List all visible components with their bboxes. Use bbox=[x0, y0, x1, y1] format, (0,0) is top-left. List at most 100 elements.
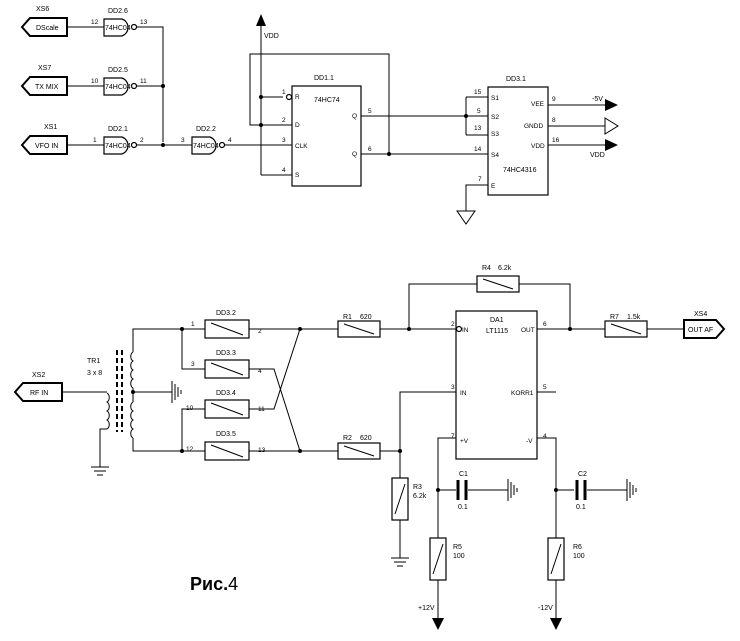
arrow-m12v-icon bbox=[550, 618, 562, 630]
pin-label: +V bbox=[460, 438, 469, 445]
connector-xs6-label: DScale bbox=[36, 25, 59, 32]
opamp-ref: DA1 bbox=[490, 317, 504, 324]
capacitor-ref: C1 bbox=[459, 471, 468, 478]
rail-pos-label: +12V bbox=[418, 605, 435, 612]
connector-xs1-ref: XS1 bbox=[44, 124, 57, 131]
connector-xs1-label: VFO IN bbox=[35, 143, 58, 150]
ground-icon bbox=[456, 210, 476, 225]
figure-caption: Рис.4 bbox=[190, 574, 238, 594]
pin-label: 10 bbox=[91, 78, 99, 85]
switch-ref: DD3.2 bbox=[216, 310, 236, 317]
pin-label: IN bbox=[462, 327, 469, 334]
transformer-tr1: TR1 3 x 8 bbox=[87, 350, 134, 439]
resistor-r6: R6 100 bbox=[547, 537, 585, 581]
pin-label: 13 bbox=[474, 125, 482, 132]
capacitor-c1: C1 0.1 bbox=[456, 471, 468, 511]
pin-label: 8 bbox=[552, 117, 556, 124]
chassis-ground-icon bbox=[626, 479, 637, 501]
pin-label: 3 bbox=[282, 137, 286, 144]
pin-label: 2 bbox=[282, 117, 286, 124]
pin-label: 12 bbox=[186, 446, 194, 453]
inverter-dd2-6-ref: DD2.6 bbox=[108, 8, 128, 15]
pin-label: 5 bbox=[543, 384, 547, 391]
inverter-dd2-1: DD2.1 74HC04 1 2 bbox=[93, 126, 144, 155]
pin-label: VEE bbox=[531, 101, 545, 108]
transformer-ref: TR1 bbox=[87, 358, 100, 365]
pin-label: 7 bbox=[451, 433, 455, 440]
pin-label: S4 bbox=[491, 152, 499, 159]
connector-xs6: XS6 DScale bbox=[20, 6, 68, 37]
resistor-r7: R7 1.5k bbox=[604, 314, 648, 338]
resistor-r4: R4 6.2k bbox=[476, 265, 520, 293]
flipflop-dd1-1: DD1.1 74HC74 1 R 2 D 3 CLK 4 S 5 Q 6 Q bbox=[282, 75, 372, 187]
resistor-ref: R6 bbox=[573, 544, 582, 551]
capacitor-ref: C2 bbox=[578, 471, 587, 478]
connector-xs2: XS2 RF IN bbox=[13, 372, 63, 402]
connector-xs7-ref: XS7 bbox=[38, 65, 51, 72]
pin-label: 3 bbox=[181, 137, 185, 144]
pin-label: IN bbox=[460, 390, 467, 397]
pin-label: 4 bbox=[258, 368, 262, 375]
resistor-r5: R5 100 bbox=[429, 537, 465, 581]
pin-label: 3 bbox=[451, 384, 455, 391]
connector-xs4-label: OUT AF bbox=[688, 327, 713, 334]
flipflop-type: 74HC74 bbox=[314, 97, 340, 104]
pin-label: S2 bbox=[491, 114, 499, 121]
pin-label: Q bbox=[352, 151, 357, 158]
pin-label: 5 bbox=[368, 108, 372, 115]
resistor-value: 6.2k bbox=[498, 265, 512, 272]
pin-label: S3 bbox=[491, 131, 499, 138]
ground-icon bbox=[391, 557, 409, 567]
pin-label: 6 bbox=[368, 146, 372, 153]
ground-icon bbox=[91, 466, 109, 476]
connector-xs7-label: TX MIX bbox=[35, 84, 59, 91]
resistor-value: 620 bbox=[360, 435, 372, 442]
opamp-type: LT1115 bbox=[486, 328, 508, 335]
rail-m5v-label: -5V bbox=[592, 96, 603, 103]
pin-label: 10 bbox=[186, 405, 194, 412]
pin-label: 3 bbox=[191, 361, 195, 368]
pin-label: VDD bbox=[531, 143, 545, 150]
pin-label: 11 bbox=[140, 78, 147, 85]
pin-label: 2 bbox=[140, 137, 144, 144]
pin-label: E bbox=[491, 183, 496, 190]
resistor-ref: R1 bbox=[343, 314, 352, 321]
arrow-p12v-icon bbox=[432, 618, 444, 630]
pin-label: OUT bbox=[521, 327, 535, 334]
resistor-ref: R5 bbox=[453, 544, 462, 551]
pin-label: -V bbox=[526, 438, 533, 445]
inverter-dd2-6-type: 74HC04 bbox=[105, 25, 131, 32]
resistor-value: 100 bbox=[573, 553, 585, 560]
chassis-ground-icon bbox=[171, 381, 182, 403]
resistor-ref: R4 bbox=[482, 265, 491, 272]
pin-label: 7 bbox=[478, 176, 482, 183]
pin-label: 4 bbox=[228, 137, 232, 144]
switch-ic-dd3-1: DD3.1 74HC4316 15 S1 5 S2 13 S3 14 S4 7 … bbox=[474, 76, 560, 196]
capacitor-c2: C2 0.1 bbox=[575, 471, 587, 511]
pin-label: 5 bbox=[477, 108, 481, 115]
pin-label: 16 bbox=[552, 137, 560, 144]
pin-label: 12 bbox=[91, 19, 99, 26]
pin-label: 9 bbox=[552, 96, 556, 103]
resistor-r1: R1 620 bbox=[337, 314, 381, 338]
resistor-r2: R2 620 bbox=[337, 435, 381, 460]
inverter-dd2-5-ref: DD2.5 bbox=[108, 67, 128, 74]
connector-xs1: XS1 VFO IN bbox=[20, 124, 68, 155]
pin-label: CLK bbox=[295, 143, 308, 150]
switch-ref: DD3.3 bbox=[216, 350, 236, 357]
connector-xs4: XS4 OUT AF bbox=[683, 311, 726, 339]
pin-label: R bbox=[295, 94, 300, 101]
resistor-ref: R2 bbox=[343, 435, 352, 442]
pin-label: 2 bbox=[451, 321, 455, 328]
pin-label: 6 bbox=[543, 321, 547, 328]
pin-label: 1 bbox=[191, 321, 195, 328]
vdd-supply: VDD bbox=[256, 14, 279, 40]
resistor-value: 1.5k bbox=[627, 314, 641, 321]
caption-prefix: Рис. bbox=[190, 574, 228, 594]
pin-label: 14 bbox=[474, 146, 482, 153]
vdd-top-label: VDD bbox=[264, 33, 279, 40]
pin-label: 4 bbox=[543, 433, 547, 440]
connector-xs7: XS7 TX MIX bbox=[20, 65, 68, 96]
arrow-vdd-icon bbox=[605, 139, 618, 151]
